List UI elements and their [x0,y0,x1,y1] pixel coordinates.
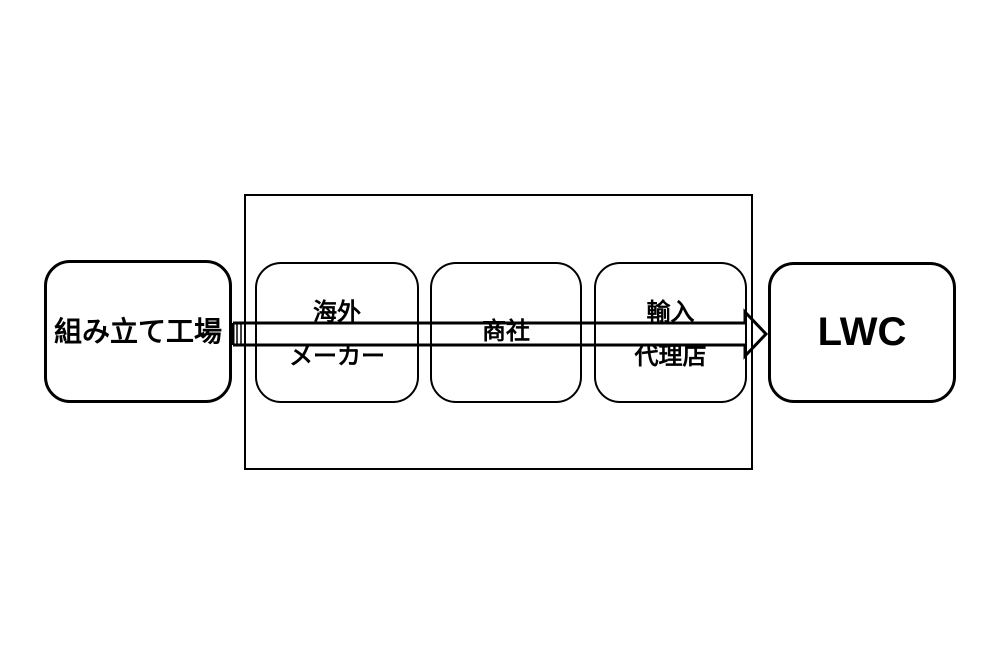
assembly-plant-node [44,260,232,403]
lwc-node [768,262,956,403]
import-agent-label-line-1: 輸入 [646,298,695,326]
flow-arrow-outline [233,308,769,360]
trading-company-node [430,262,582,403]
overseas-maker-label: 海外 メーカー [255,290,419,378]
overseas-maker-node [255,262,419,403]
intermediary-group-frame [244,194,753,470]
overseas-maker-label-line-1: 海外 [313,298,361,326]
import-agent-label: 輸入 代理店 [594,290,747,378]
import-agent-label-line-2: 代理店 [634,342,707,370]
overseas-maker-label-line-2: メーカー [289,342,385,370]
import-agent-node [594,262,747,403]
assembly-plant-label: 組み立て工場 [53,315,222,348]
lwc-label: LWC [817,310,907,354]
